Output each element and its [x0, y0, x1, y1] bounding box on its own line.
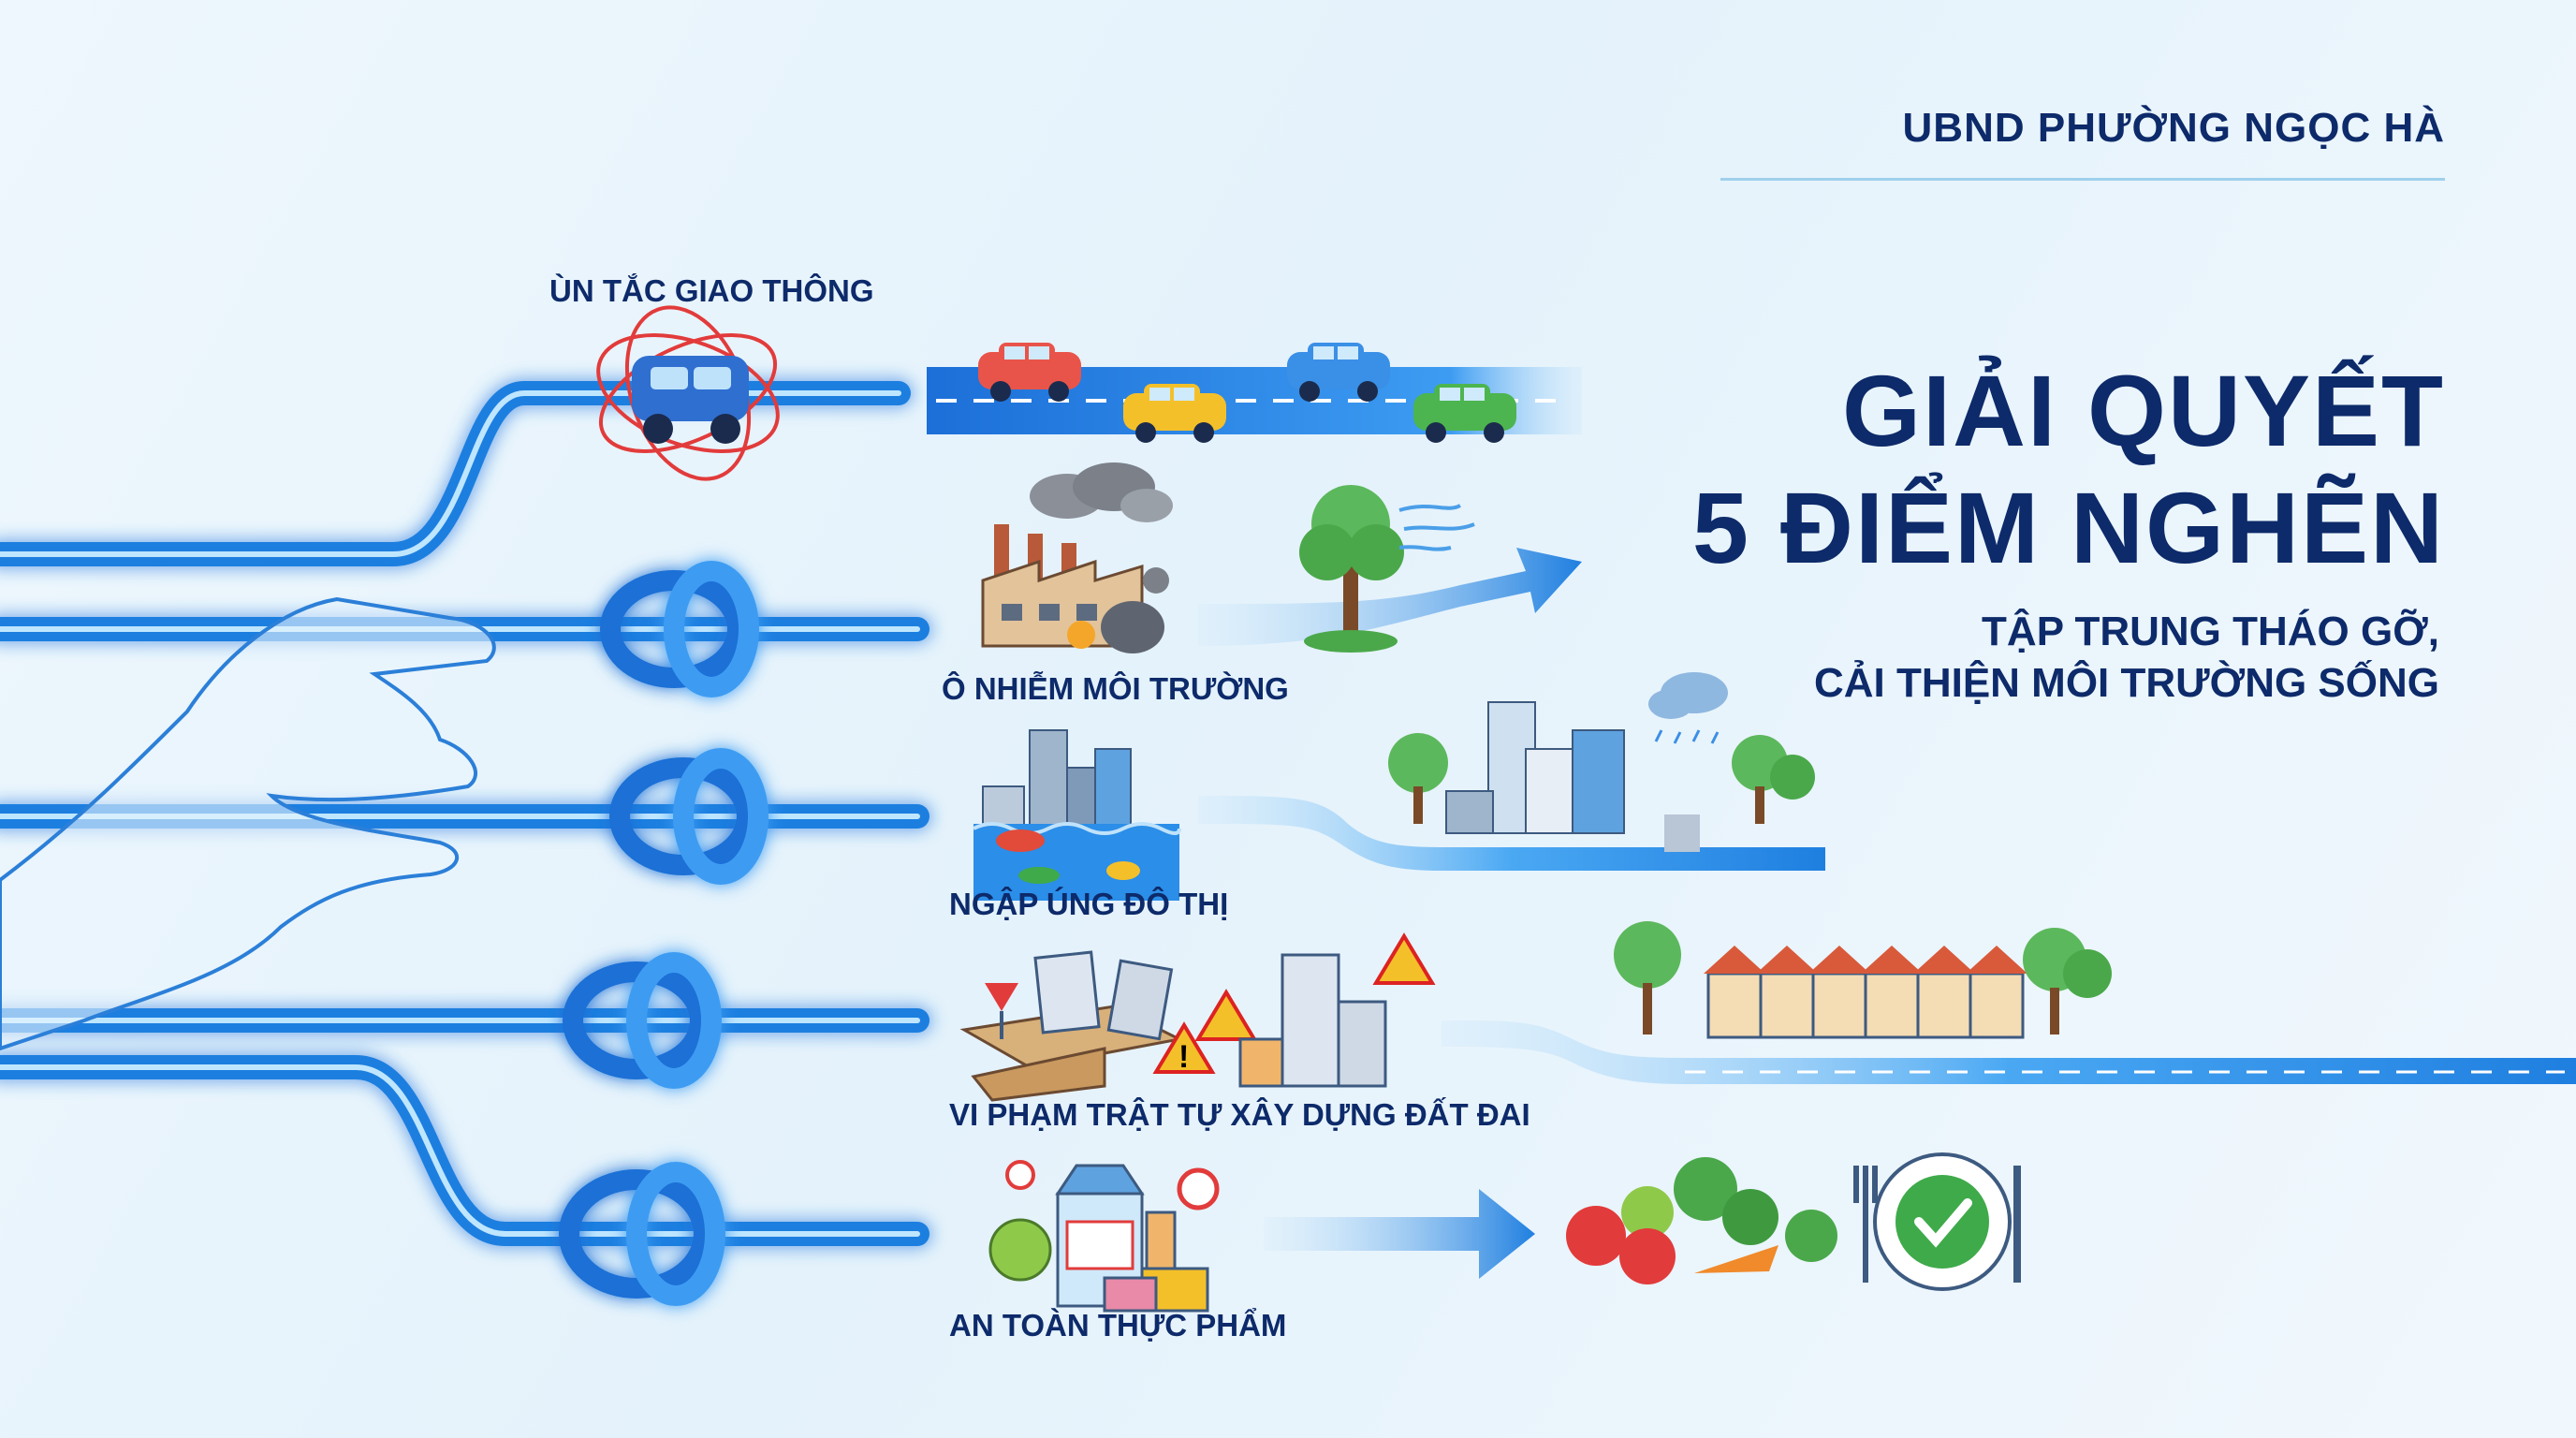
svg-text:!: !	[1178, 1039, 1189, 1075]
blue-car-icon	[1287, 343, 1390, 402]
bottleneck-label-food-safety: AN TOÀN THỰC PHẨM	[949, 1308, 1287, 1343]
knot-icon-3	[609, 748, 768, 885]
organization-name: UBND PHƯỜNG NGỌC HÀ	[1902, 105, 2445, 151]
rope-1	[0, 381, 911, 566]
rope-5	[0, 1055, 929, 1246]
knot-icon-5	[559, 1162, 725, 1306]
page-title-line2: 5 ĐIỂM NGHẼN	[1691, 471, 2445, 584]
fresh-food-icon	[1566, 1157, 1837, 1284]
bottleneck-label-traffic: ÙN TẮC GIAO THÔNG	[549, 273, 874, 308]
bottleneck-label-construction: VI PHẠM TRẬT TỰ XÂY DỰNG ĐẤT ĐAI	[949, 1097, 1530, 1132]
illegal-construction-icon: !	[959, 932, 1436, 1102]
bottleneck-label-flooding: NGẬP ÚNG ĐÔ THỊ	[949, 887, 1229, 921]
smooth-traffic-icon	[927, 343, 1582, 443]
hand-icon	[0, 596, 496, 1051]
orderly-townhouses-icon	[1442, 921, 2576, 1084]
knot-icon-2	[600, 561, 759, 697]
drained-green-city-icon	[1198, 672, 1825, 871]
improvement-arrow-icon	[1264, 1189, 1535, 1279]
green-car-icon	[1413, 384, 1516, 443]
subtitle-line1: TẬP TRUNG THÁO GỠ,	[1982, 609, 2439, 654]
yellow-car-icon	[1123, 384, 1226, 443]
header-divider	[1720, 178, 2445, 181]
bottleneck-label-pollution: Ô NHIỄM MÔI TRƯỜNG	[942, 671, 1289, 706]
traffic-jam-icon	[596, 305, 780, 481]
page-title-line1: GIẢI QUYẾT	[1841, 354, 2445, 467]
knot-icon-4	[563, 952, 722, 1089]
knots	[559, 561, 768, 1306]
flooded-city-icon	[973, 729, 1181, 901]
safe-food-plate-icon	[1853, 1152, 2021, 1291]
unsafe-food-icon	[988, 1160, 1220, 1313]
subtitle-line2: CẢI THIỆN MÔI TRƯỜNG SỐNG	[1813, 660, 2439, 706]
polluting-factory-icon	[981, 462, 1173, 653]
clean-air-tree-icon	[1198, 485, 1582, 653]
red-car-icon	[978, 343, 1081, 402]
